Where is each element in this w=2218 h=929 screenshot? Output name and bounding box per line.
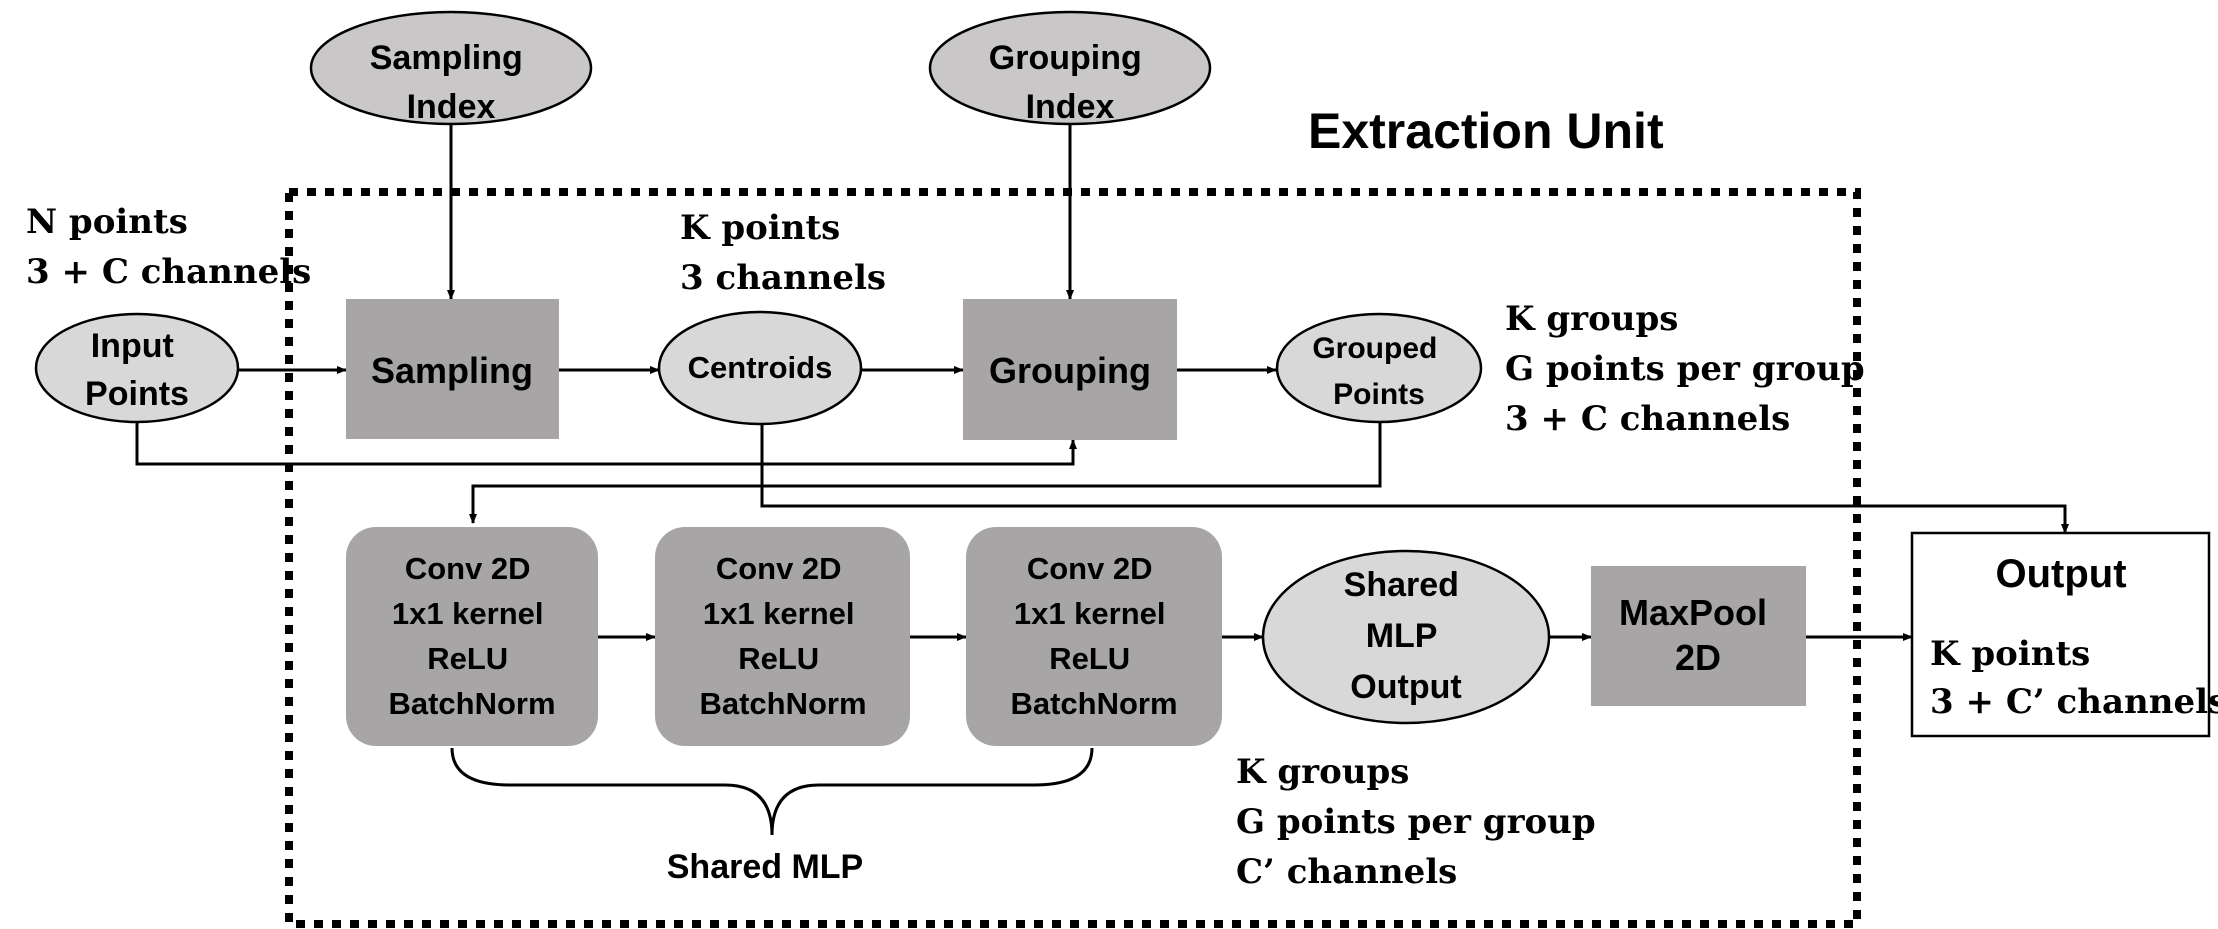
grouped-points-node: Grouped Points xyxy=(1275,312,1483,424)
grouped-shape-annotation: K groups G points per group 3 + C channe… xyxy=(1505,299,1877,439)
output-shape: K points 3 + C’ channels xyxy=(1930,634,2218,722)
shared-mlp-brace-label: Shared MLP xyxy=(667,848,863,886)
input-shape-annotation: N points 3 + C channels xyxy=(26,202,311,292)
conv-block-2-label: Conv 2D 1x1 kernel ReLU BatchNorm xyxy=(699,551,866,721)
conv-block-3-box xyxy=(966,527,1222,746)
centroids-label: Centroids xyxy=(688,350,833,385)
diagram-title: Extraction Unit xyxy=(1308,103,1664,159)
sampling-box xyxy=(346,299,559,439)
extraction-unit-boundary xyxy=(285,188,1861,928)
grouped-points-label: Grouped Points xyxy=(1312,332,1445,411)
input-points-ellipse xyxy=(34,312,240,424)
conv-block-1-label: Conv 2D 1x1 kernel ReLU BatchNorm xyxy=(388,551,555,721)
conv-block-3: Conv 2D 1x1 kernel ReLU BatchNorm xyxy=(966,527,1222,746)
centroids-node: Centroids xyxy=(657,310,863,426)
sampling-index-label: Sampling Index xyxy=(370,39,532,126)
grouping-index-ellipse xyxy=(928,10,1212,126)
output-title: Output xyxy=(1995,552,2126,596)
grouping-node: Grouping xyxy=(963,299,1177,440)
shared-mlp-output-ellipse xyxy=(1261,549,1551,725)
conv-block-3-label: Conv 2D 1x1 kernel ReLU BatchNorm xyxy=(1010,551,1177,721)
conv-block-2: Conv 2D 1x1 kernel ReLU BatchNorm xyxy=(655,527,910,746)
input-points-label: Input Points xyxy=(85,327,189,413)
grouping-index-node: Grouping Index xyxy=(928,10,1212,126)
output-node: Output K points 3 + C’ channels xyxy=(1910,531,2218,738)
maxpool-box xyxy=(1591,566,1806,706)
grouping-label: Grouping xyxy=(989,350,1151,391)
grouping-index-label: Grouping Index xyxy=(989,39,1151,126)
maxpool-node: MaxPool 2D xyxy=(1591,566,1806,706)
grouping-box xyxy=(963,299,1177,440)
sampling-node: Sampling xyxy=(346,299,559,439)
centroids-to-output-arrow xyxy=(760,422,2069,534)
input-points-node: Input Points xyxy=(34,312,240,424)
output-box xyxy=(1910,531,2211,738)
grouped-to-conv-arrow xyxy=(469,422,1382,524)
mlp-shape-annotation: K groups G points per group C’ channels xyxy=(1236,752,1608,892)
centroid-shape-annotation: K points 3 channels xyxy=(680,208,886,298)
shared-mlp-output-node: Shared MLP Output xyxy=(1261,549,1551,725)
centroids-ellipse xyxy=(657,310,863,426)
connectors xyxy=(135,124,2069,641)
sampling-index-node: Sampling Index xyxy=(309,10,593,126)
shared-mlp-output-label: Shared MLP Output xyxy=(1344,566,1469,706)
conv-block-1-box xyxy=(346,527,598,746)
sampling-index-ellipse xyxy=(309,10,593,126)
grouped-points-ellipse xyxy=(1275,312,1483,424)
maxpool-label: MaxPool 2D xyxy=(1619,592,1777,678)
sampling-label: Sampling xyxy=(371,350,533,391)
conv-block-2-box xyxy=(655,527,910,746)
shared-mlp-brace xyxy=(450,747,1094,836)
input-to-grouping-arrow xyxy=(135,421,1077,466)
conv-block-1: Conv 2D 1x1 kernel ReLU BatchNorm xyxy=(346,527,598,746)
